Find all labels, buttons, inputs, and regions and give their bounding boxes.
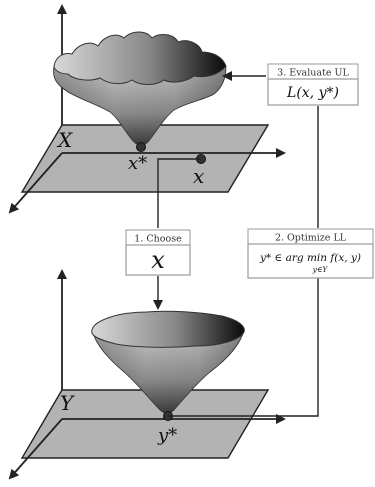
lower-optimum-label: y* (157, 425, 177, 446)
lower-surface (91, 310, 245, 414)
upper-plane-label: X (56, 128, 73, 152)
upper-surface (53, 31, 227, 146)
choose-connector (157, 158, 201, 228)
step-evaluate-box: 3. Evaluate UL L(x, y*) (267, 63, 359, 106)
step-choose-body: x (151, 246, 165, 274)
upper-optimum-label: x* (128, 153, 147, 174)
step-evaluate-title: 3. Evaluate UL (277, 68, 349, 79)
step-choose-box: 1. Choose x (125, 229, 191, 276)
step-optimize-subscript: y∈Y (312, 265, 329, 274)
upper-plane (20, 124, 270, 193)
step-optimize-body: y* ∈ arg min f(x, y) (259, 252, 361, 264)
lower-depth-axis (8, 418, 63, 480)
upper-level: X x* x (8, 4, 286, 214)
optimize-connector (168, 278, 319, 417)
flow-connectors (153, 71, 319, 417)
lower-level: Y y* (8, 269, 286, 480)
upper-optimum-point (136, 142, 146, 152)
step-optimize-box: 2. Optimize LL y* ∈ arg min f(x, y) y∈Y (247, 228, 374, 279)
step-choose-title: 1. Choose (134, 234, 182, 245)
lower-plane (20, 389, 270, 459)
step-evaluate-body: L(x, y*) (286, 85, 339, 101)
upper-choice-label: x (193, 164, 204, 188)
upper-depth-axis (8, 152, 63, 214)
step-optimize-title: 2. Optimize LL (275, 233, 347, 244)
lower-plane-label: Y (60, 391, 75, 415)
